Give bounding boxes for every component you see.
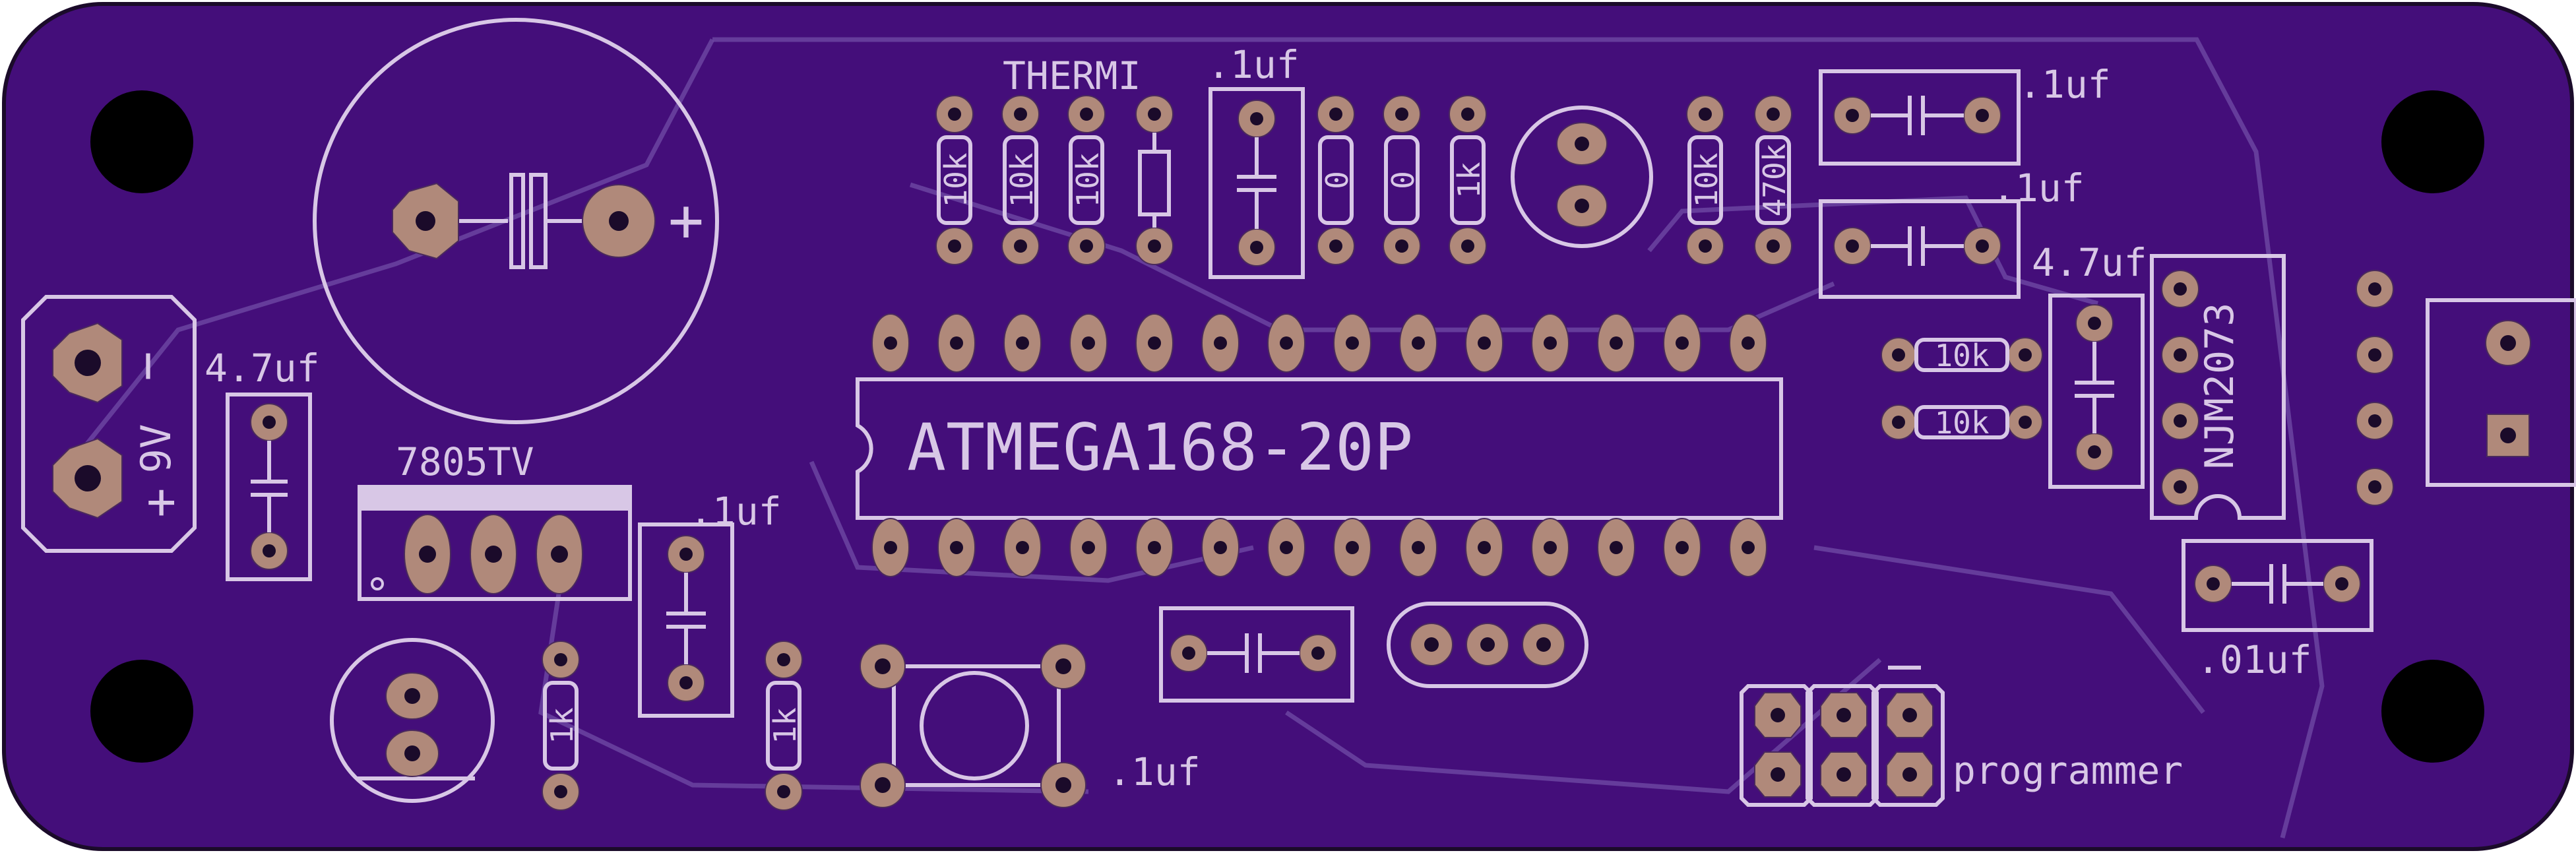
led-bottom-left	[330, 638, 495, 803]
resistor-r12: 1k	[542, 641, 580, 811]
r7-label: 10k	[1689, 152, 1724, 207]
battery-voltage-label: 9V	[132, 424, 180, 474]
resistor-r11: 1k	[765, 641, 803, 811]
r11-label: 1k	[767, 707, 803, 743]
battery-minus-label: −	[117, 351, 175, 381]
capacitor-c-right: 4.7uf	[2032, 240, 2147, 489]
resistor-r6: 1k	[1449, 95, 1487, 265]
resistor-r3: 10k	[1067, 95, 1106, 265]
capacitor-c-left: 4.7uf	[204, 346, 320, 581]
r9-label: 10k	[1934, 338, 1989, 373]
capacitor-c-top-center: .1uf	[1207, 42, 1305, 279]
r12-label: 1k	[544, 707, 580, 743]
programmer-header: programmer	[1740, 666, 2183, 807]
cap-reg-label: .1uf	[689, 489, 782, 534]
mcu-chip: ATMEGA168-20P	[856, 313, 1783, 577]
resistor-r5: 0	[1383, 95, 1421, 265]
led-top	[1511, 106, 1653, 248]
mounting-hole-bottom-right	[2381, 660, 2484, 763]
thermistor	[1135, 95, 1174, 265]
programmer-label: programmer	[1953, 748, 2183, 793]
r2-label: 10k	[1004, 152, 1040, 207]
capacitor-c-reg: .1uf	[638, 489, 782, 718]
voltage-regulator: 7805TV	[358, 439, 632, 601]
cap-top-right-2-label: .1uf	[1992, 166, 2085, 210]
resistor-r10: 10k	[1881, 404, 2043, 441]
crystal	[1387, 602, 1588, 688]
amplifier-chip: NJM2073	[2150, 254, 2394, 520]
thermi-label: THERMI	[1003, 53, 1141, 98]
mcu-pins-bottom	[871, 518, 1767, 577]
cap-top-center-label: .1uf	[1207, 42, 1300, 87]
resistor-r4: 0	[1317, 95, 1355, 265]
capacitor-c-mcu	[1159, 606, 1354, 703]
capacitor-c-amp: .01uf	[2182, 539, 2373, 682]
thermistor-resistors: THERMI 10k 10k 10k	[935, 53, 1174, 265]
amp-label: NJM2073	[2197, 303, 2243, 470]
cap-amp-label: .01uf	[2197, 637, 2312, 682]
resistor-r8: 470k	[1754, 95, 1792, 265]
cap-left-label: 4.7uf	[204, 346, 320, 391]
electrolytic-capacitor: +	[313, 18, 719, 424]
mounting-hole-top-right	[2381, 90, 2484, 193]
elec-cap-plus-label: +	[668, 186, 704, 255]
battery-plus-label: +	[131, 488, 189, 517]
r5-label: 0	[1385, 171, 1421, 189]
r8-label: 470k	[1757, 144, 1792, 217]
capacitor-c-top-right-2: .1uf	[1819, 166, 2085, 299]
r10-label: 10k	[1934, 405, 1989, 441]
mcu-label: ATMEGA168-20P	[907, 410, 1413, 486]
regulator-label: 7805TV	[396, 439, 534, 484]
r6-label: 1k	[1451, 162, 1487, 198]
reset-pushbutton	[860, 643, 1086, 808]
r4-label: 0	[1319, 171, 1355, 189]
mounting-hole-top-left	[90, 90, 193, 193]
r1-label: 10k	[938, 152, 974, 207]
cap-bottom-label: .1uf	[1108, 749, 1201, 794]
mcu-pins-top	[871, 313, 1767, 373]
cap-top-right-1-label: .1uf	[2019, 62, 2111, 107]
output-connector	[2426, 298, 2576, 487]
battery-connector: − 9V +	[21, 295, 197, 553]
resistor-r9: 10k	[1881, 337, 2043, 373]
capacitor-c-top-right-1: .1uf	[1819, 62, 2111, 166]
resistor-r2: 10k	[1001, 95, 1040, 265]
r3-label: 10k	[1070, 152, 1106, 207]
resistor-r1: 10k	[935, 95, 974, 265]
mounting-hole-bottom-left	[90, 660, 193, 763]
cap-right-label: 4.7uf	[2032, 240, 2147, 285]
resistor-r7: 10k	[1686, 95, 1724, 265]
